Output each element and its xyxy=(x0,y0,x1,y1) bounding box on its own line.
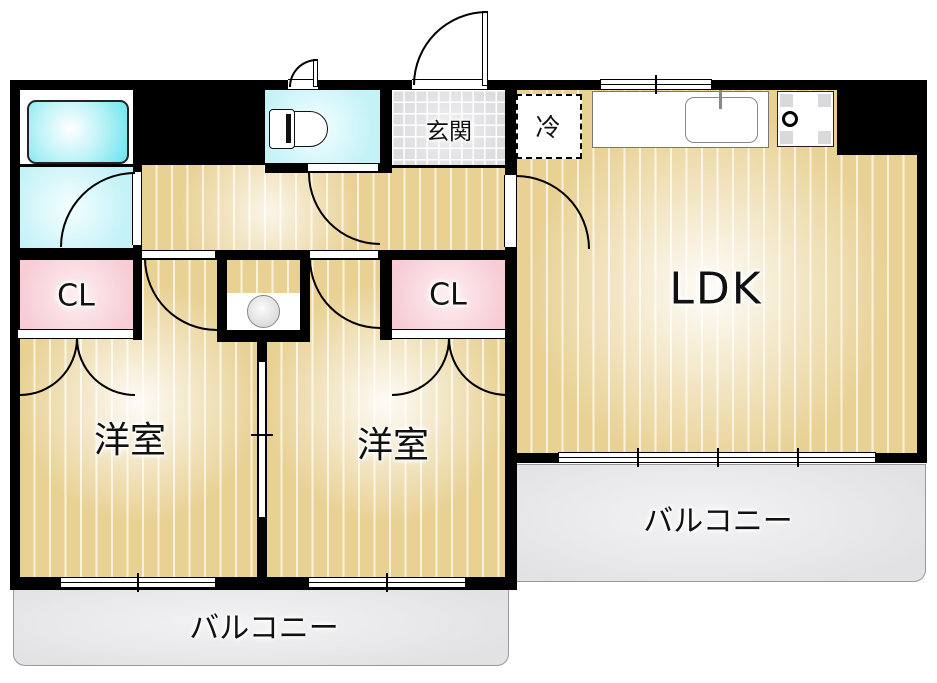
window-tick xyxy=(717,448,719,467)
washing-machine-circle xyxy=(247,295,280,328)
wall xyxy=(837,80,927,155)
window-tick xyxy=(637,448,639,467)
refrigerator-label: 冷 xyxy=(535,113,561,142)
bedroom-left-label: 洋室 xyxy=(93,420,167,461)
entrance-step-line xyxy=(392,165,507,168)
toilet-lid-line xyxy=(286,114,291,143)
faucet xyxy=(719,86,722,109)
wall xyxy=(10,80,20,590)
bathtub xyxy=(27,100,129,164)
kitchen-sink xyxy=(685,97,758,143)
closet-right-area xyxy=(392,260,505,330)
wall xyxy=(257,517,267,590)
balcony-right-area xyxy=(513,464,926,582)
partition-tick xyxy=(251,434,273,436)
wall xyxy=(300,250,310,342)
wall xyxy=(917,80,927,463)
bedroom-partition xyxy=(257,362,267,517)
bath-washroom-divider xyxy=(18,164,133,167)
closet-left-label: CL xyxy=(57,278,95,314)
toilet-window-swing xyxy=(289,59,317,87)
window-tick xyxy=(655,75,657,94)
toilet-bowl xyxy=(290,111,328,147)
bedroom-right-label: 洋室 xyxy=(356,425,430,466)
wall xyxy=(380,80,392,173)
ldk-label: LDK xyxy=(669,263,763,315)
entrance-floor xyxy=(392,90,507,166)
window-tick xyxy=(386,573,388,592)
entrance-door-swing xyxy=(413,11,487,85)
stove-pad xyxy=(780,94,793,107)
window-tick xyxy=(797,448,799,467)
toilet-tank xyxy=(269,109,295,149)
stove-pad xyxy=(818,131,831,144)
wall xyxy=(217,250,227,342)
balcony-right-label: バルコニー xyxy=(643,504,793,539)
stove xyxy=(777,91,834,147)
refrigerator-space xyxy=(516,94,582,159)
stove-pad xyxy=(818,94,831,107)
stove-burner-icon xyxy=(782,111,798,127)
stove-pad xyxy=(780,131,793,144)
wall xyxy=(10,248,142,260)
wall xyxy=(505,80,517,175)
closet-right-label: CL xyxy=(429,277,467,313)
wall xyxy=(257,342,267,362)
entrance-label: 玄関 xyxy=(426,119,472,145)
wall xyxy=(380,250,392,340)
window-tick xyxy=(137,573,139,592)
toilet-door-opening xyxy=(308,163,378,172)
balcony-bottom-area xyxy=(13,587,509,666)
wall xyxy=(217,330,310,342)
wall xyxy=(133,80,265,165)
closet-left-area xyxy=(20,260,133,330)
wall xyxy=(505,247,517,590)
balcony-bottom-label: バルコニー xyxy=(189,611,339,646)
wall xyxy=(133,165,142,340)
